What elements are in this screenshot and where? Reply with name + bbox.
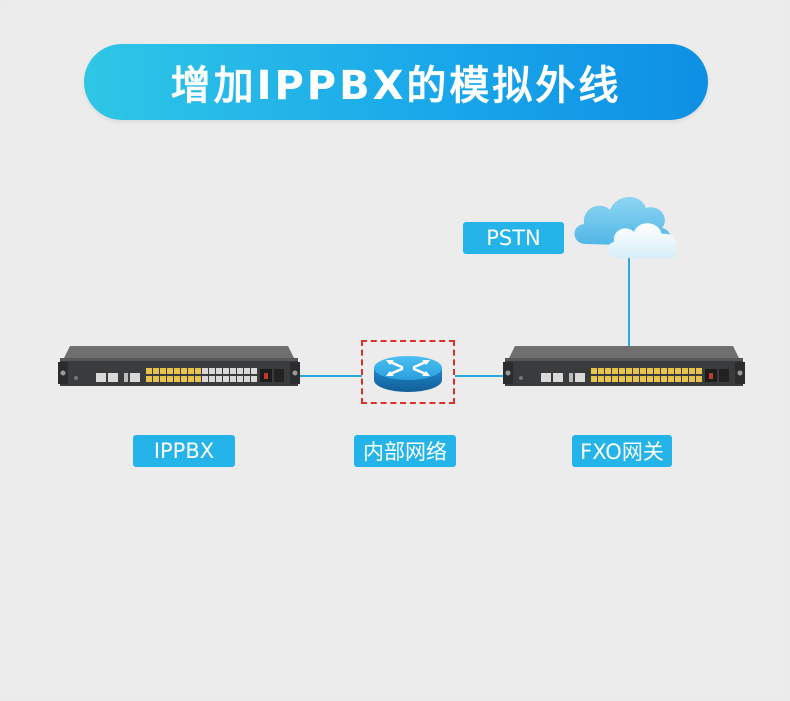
fxo-gateway-label: FXO网关 [572,435,672,467]
connector-fxo-pstn [628,255,630,346]
connector-ippbx-router [298,375,362,377]
ippbx-label: IPPBX [133,435,235,467]
internal-network-label: 内部网络 [354,435,456,467]
title-banner: 增加IPPBX的模拟外线 [84,44,708,120]
ippbx-device-icon [58,346,300,386]
connector-router-fxo [455,375,505,377]
pstn-label: PSTN [463,222,564,254]
router-highlight-box [361,340,455,404]
cloud-icon [574,196,677,259]
router-icon [374,356,442,392]
page-title: 增加IPPBX的模拟外线 [170,63,622,109]
fxo-gateway-device-icon [503,346,745,386]
